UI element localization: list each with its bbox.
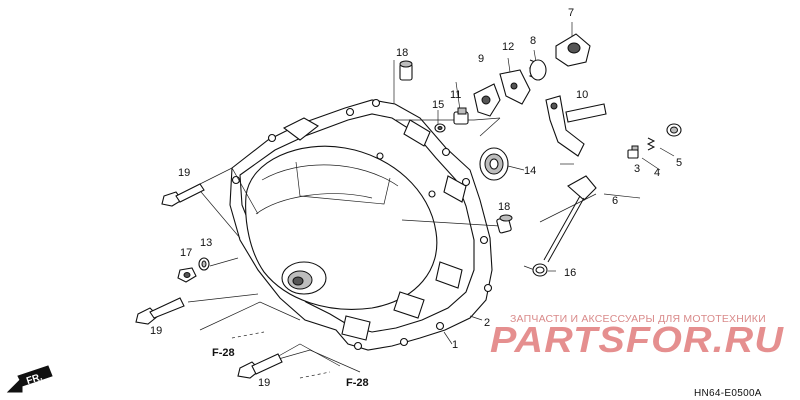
callout-7: 7	[568, 7, 574, 19]
flange-bolt-lower-icon	[237, 353, 283, 379]
callout-11: 11	[450, 89, 461, 101]
sealing-washer-icon	[198, 257, 210, 271]
watermark-brand: PARTSFOR.RU	[490, 319, 784, 360]
stopper-arm-icon	[473, 83, 501, 117]
oil-dipstick-icon	[543, 175, 597, 263]
flange-bolt-middle-icon	[135, 297, 185, 325]
diagram-code: HN64-E0500A	[694, 388, 762, 399]
callout-8: 8	[530, 35, 536, 47]
front-arrow-icon	[6, 365, 53, 393]
callout-3: 3	[634, 163, 640, 175]
callout-19-lower: 19	[258, 377, 270, 389]
callout-19-middle: 19	[150, 325, 162, 337]
shift-drum-arm-icon	[555, 33, 591, 67]
spring-icon	[528, 59, 547, 81]
small-spring-icon	[646, 137, 656, 151]
callout-labels: 1 2 3 4 5 6 7 8 9 10 11 12 13 14 15 16 1…	[150, 7, 682, 389]
callout-17: 17	[180, 247, 192, 259]
front-arrow: FR.	[6, 365, 53, 393]
dowel-pin-right-icon	[496, 214, 513, 234]
callout-5: 5	[676, 157, 682, 169]
callout-19-upper: 19	[178, 167, 190, 179]
callout-9: 9	[478, 53, 484, 65]
flange-bolt-upper-icon	[161, 183, 205, 207]
callout-10: 10	[576, 89, 588, 101]
bearing-icon	[479, 147, 509, 181]
callout-2: 2	[484, 317, 490, 329]
small-parts	[135, 33, 682, 379]
plug-icon	[627, 145, 639, 159]
callout-13: 13	[200, 237, 212, 249]
callout-16: 16	[564, 267, 576, 279]
reference-f28-left: F-28	[212, 347, 235, 359]
callout-4: 4	[654, 167, 660, 179]
callout-1: 1	[452, 339, 458, 351]
cap-nut-icon	[666, 123, 682, 137]
callout-14: 14	[524, 165, 536, 177]
page-references: F-28 F-28	[212, 347, 369, 389]
gearshift-spindle-icon	[545, 95, 607, 157]
callout-18-right: 18	[498, 201, 510, 213]
watermark-tagline: ЗАПЧАСТИ И АКСЕССУАРЫ ДЛЯ МОТОТЕХНИКИ	[510, 313, 766, 325]
callout-12: 12	[502, 41, 514, 53]
o-ring-icon	[532, 263, 548, 277]
cam-plate-icon	[499, 69, 531, 105]
stopper-bolt-icon	[453, 107, 469, 125]
nut-icon	[177, 267, 197, 283]
right-crankcase-cover	[229, 98, 493, 351]
callout-18-top: 18	[396, 47, 408, 59]
callout-15: 15	[432, 99, 444, 111]
callout-6: 6	[612, 195, 618, 207]
front-arrow-label: FR.	[25, 372, 44, 388]
dowel-pin-top-icon	[399, 60, 413, 81]
leader-lines	[187, 22, 675, 379]
watermark: ЗАПЧАСТИ И АКСЕССУАРЫ ДЛЯ МОТОТЕХНИКИ PA…	[490, 313, 784, 360]
reference-f28-bottom: F-28	[346, 377, 369, 389]
washer-icon	[434, 123, 446, 133]
